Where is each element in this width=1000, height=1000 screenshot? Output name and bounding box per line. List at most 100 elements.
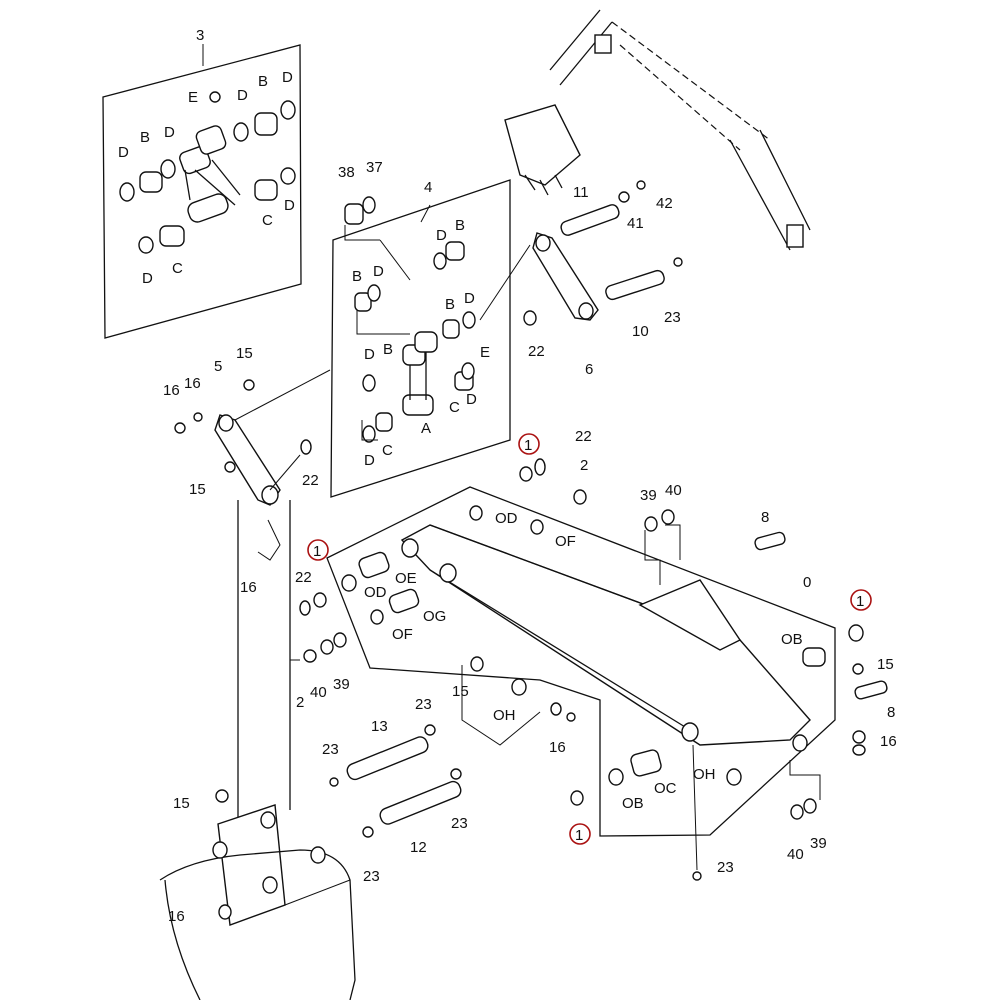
- label-23: 23: [322, 741, 339, 758]
- label-11: 11: [573, 184, 589, 201]
- label-40: 40: [310, 684, 327, 701]
- label-1-highlight: 1: [524, 437, 532, 454]
- label-2: 2: [580, 457, 588, 474]
- link-5-labels: 5 15 16 16 15 22 16: [163, 345, 319, 596]
- label-15: 15: [189, 481, 206, 498]
- excavator-outline: [504, 9, 811, 251]
- label-1-highlight: 1: [856, 593, 864, 610]
- label-37: 37: [366, 159, 383, 176]
- link-5: [174, 369, 331, 835]
- label-E: E: [188, 89, 198, 106]
- bucket-and-pins: [159, 724, 462, 1000]
- label-10: 10: [632, 323, 649, 340]
- label-15: 15: [877, 656, 894, 673]
- kit-4-labels: 4 38 37 D B B D B D D B E C D A D C: [338, 159, 490, 469]
- label-D: D: [364, 346, 375, 363]
- label-OF: OF: [392, 626, 413, 643]
- label-16: 16: [163, 382, 180, 399]
- label-B: B: [352, 268, 362, 285]
- label-D: D: [164, 124, 175, 141]
- label-40: 40: [787, 846, 804, 863]
- label-4: 4: [424, 179, 432, 196]
- label-D: D: [466, 391, 477, 408]
- label-16: 16: [549, 739, 566, 756]
- label-13: 13: [371, 718, 388, 735]
- label-22: 22: [295, 569, 312, 586]
- label-C: C: [172, 260, 183, 277]
- label-E: E: [480, 344, 490, 361]
- label-C: C: [382, 442, 393, 459]
- label-16: 16: [184, 375, 201, 392]
- label-B: B: [445, 296, 455, 313]
- label-40: 40: [665, 482, 682, 499]
- label-A: A: [421, 420, 431, 437]
- label-B: B: [140, 129, 150, 146]
- label-OG: OG: [423, 608, 446, 625]
- kit-3-parts: [119, 91, 296, 254]
- label-23: 23: [363, 868, 380, 885]
- bucket-labels: 23 13 23 15 12 23 23 16: [168, 696, 468, 925]
- label-39: 39: [810, 835, 827, 852]
- label-D: D: [373, 263, 384, 280]
- label-23: 23: [664, 309, 681, 326]
- label-OB: OB: [781, 631, 803, 648]
- label-15: 15: [236, 345, 253, 362]
- label-D: D: [284, 197, 295, 214]
- arm-labels: 22 2 39 40 8 0 OD OF OE OD OG OF 22 2 40…: [295, 428, 897, 876]
- highlighted-item-1: 1 1 1 1: [307, 433, 872, 845]
- label-8: 8: [887, 704, 895, 721]
- label-16: 16: [240, 579, 257, 596]
- label-D: D: [364, 452, 375, 469]
- label-1-highlight: 1: [313, 543, 321, 560]
- label-23: 23: [717, 859, 734, 876]
- label-38: 38: [338, 164, 355, 181]
- label-D: D: [464, 290, 475, 307]
- label-OE: OE: [395, 570, 417, 587]
- kit-4-parts: [344, 196, 476, 443]
- kit-4-frame: [330, 179, 511, 498]
- label-OH: OH: [693, 766, 716, 783]
- label-D: D: [142, 270, 153, 287]
- label-D: D: [118, 144, 129, 161]
- label-OB: OB: [622, 795, 644, 812]
- label-42: 42: [656, 195, 673, 212]
- label-OF: OF: [555, 533, 576, 550]
- label-41: 41: [627, 215, 644, 232]
- label-12: 12: [410, 839, 427, 856]
- label-8: 8: [761, 509, 769, 526]
- label-B: B: [455, 217, 465, 234]
- label-D: D: [436, 227, 447, 244]
- label-OH: OH: [493, 707, 516, 724]
- label-16: 16: [880, 733, 897, 750]
- label-15: 15: [173, 795, 190, 812]
- label-3: 3: [196, 27, 204, 44]
- label-22: 22: [575, 428, 592, 445]
- label-16: 16: [168, 908, 185, 925]
- pins-and-link: [479, 180, 683, 326]
- label-OD: OD: [364, 584, 387, 601]
- label-22: 22: [302, 472, 319, 489]
- label-B: B: [258, 73, 268, 90]
- label-23: 23: [451, 815, 468, 832]
- label-5: 5: [214, 358, 222, 375]
- label-39: 39: [640, 487, 657, 504]
- label-B: B: [383, 341, 393, 358]
- label-OD: OD: [495, 510, 518, 527]
- label-22: 22: [528, 343, 545, 360]
- label-39: 39: [333, 676, 350, 693]
- label-D: D: [237, 87, 248, 104]
- label-6: 6: [585, 361, 593, 378]
- label-1-highlight: 1: [575, 827, 583, 844]
- pins-labels: 11 41 42 23 10 22 6: [528, 184, 681, 378]
- label-C: C: [262, 212, 273, 229]
- label-15: 15: [452, 683, 469, 700]
- label-2: 2: [296, 694, 304, 711]
- kit-3-frame: [102, 44, 302, 339]
- label-D: D: [282, 69, 293, 86]
- label-23: 23: [415, 696, 432, 713]
- label-OC: OC: [654, 780, 677, 797]
- kit-3-labels: 3 E D B D D B D D C C D: [118, 27, 295, 287]
- arm-assembly: [289, 458, 888, 881]
